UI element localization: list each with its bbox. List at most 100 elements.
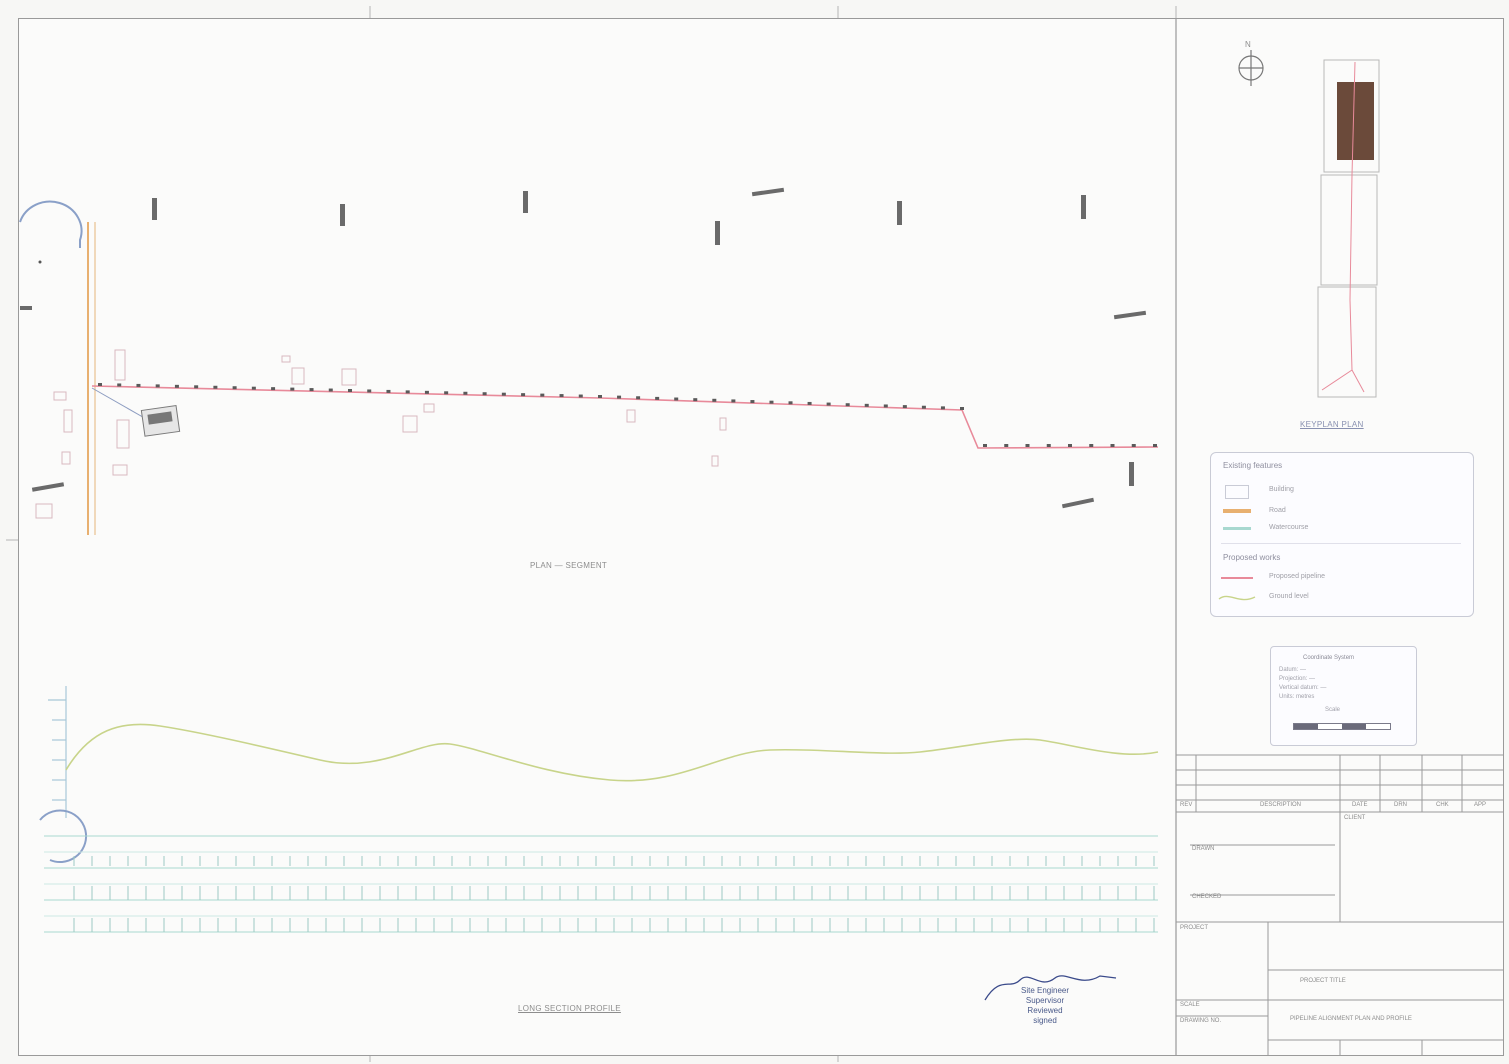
chainage-tick: [251, 386, 256, 390]
legend-separator: [1221, 543, 1461, 544]
chainage-tick: [271, 387, 276, 391]
chainage-tick: [940, 406, 945, 410]
signature-block: Site Engineer Supervisor Reviewed signed: [985, 986, 1105, 1026]
chainage-tick: [463, 391, 468, 395]
legend: Existing features Building Road Watercou…: [1210, 452, 1474, 617]
signature-role: Supervisor: [1025, 996, 1065, 1005]
match-arc-top: [19, 200, 83, 248]
chainage-tick: [598, 395, 602, 398]
chainage-tick: [826, 402, 831, 406]
key-plan-caption: KEYPLAN PLAN: [1300, 420, 1364, 429]
pipeline-chainage-ticks: [98, 383, 1157, 447]
title-block-grid: [1176, 754, 1504, 1056]
chainage-tick: [750, 400, 755, 404]
coordinate-line-3: Vertical datum: —: [1279, 685, 1327, 691]
chainage-tick: [1089, 444, 1094, 447]
chainage-tick: [232, 386, 237, 390]
field-drawn: DRAWN: [1192, 846, 1215, 852]
north-label: N: [1245, 40, 1252, 49]
scale-bar-title: Scale: [1325, 707, 1341, 713]
pipeline-route: [91, 385, 1159, 449]
chainage-tick: [348, 389, 352, 392]
coordinate-line-4: Units: metres: [1279, 694, 1315, 700]
legend-item-road: Road: [1269, 507, 1286, 514]
ground-profile-line: [65, 723, 1159, 782]
signature-date: signed: [1033, 1016, 1057, 1025]
chainage-tick: [960, 407, 964, 410]
legend-swatch-pipeline: [1221, 577, 1253, 579]
chainage-tick: [174, 384, 179, 388]
chainage-tick: [117, 383, 122, 387]
chainage-tick: [1068, 444, 1072, 447]
chainage-tick: [290, 387, 295, 391]
legend-item-building: Building: [1269, 486, 1294, 493]
chainage-tick: [1153, 444, 1157, 447]
north-arrow: [1238, 50, 1264, 86]
chainage-tick: [1131, 444, 1136, 447]
coordinate-line-1: Datum: —: [1279, 667, 1307, 673]
chainage-tick: [1046, 444, 1051, 447]
legend-item-water: Watercourse: [1269, 524, 1309, 531]
chainage-tick: [309, 388, 314, 392]
chainage-tick: [1004, 444, 1009, 447]
field-drawing-no: DRAWING NO.: [1180, 1018, 1222, 1024]
chainage-tick: [405, 390, 410, 394]
offset-markers: [20, 187, 1147, 509]
chainage-tick: [155, 384, 160, 388]
chainage-tick: [559, 394, 564, 398]
field-project: PROJECT: [1180, 925, 1209, 931]
chainage-tick: [386, 389, 391, 393]
chainage-tick: [807, 401, 812, 405]
signature-name: Site Engineer: [1020, 986, 1070, 995]
legend-existing-title: Existing features: [1223, 461, 1283, 470]
field-checked: CHECKED: [1192, 894, 1222, 900]
chainage-tick: [788, 401, 793, 405]
rev-header-drn: DRN: [1394, 802, 1407, 808]
key-plan: [1317, 59, 1380, 398]
chainage-tick: [424, 390, 429, 394]
chainage-tick: [328, 388, 333, 392]
chainage-tick: [674, 397, 679, 401]
chainage-tick: [845, 403, 850, 407]
field-client: CLIENT: [1344, 815, 1366, 821]
match-arc-bottom: [39, 809, 88, 863]
field-scale: SCALE: [1180, 1002, 1200, 1008]
rev-header-description: DESCRIPTION: [1260, 802, 1302, 808]
legend-swatch-road: [1223, 509, 1251, 513]
chainage-tick: [636, 396, 641, 400]
chainage-tick: [578, 394, 583, 398]
project-title-line-2: PIPELINE ALIGNMENT PLAN AND PROFILE: [1290, 1016, 1412, 1022]
coordinate-line-2: Projection: —: [1279, 676, 1316, 682]
chainage-tick: [194, 385, 199, 389]
signature-org: Reviewed: [1027, 1006, 1063, 1015]
chainage-tick: [883, 404, 888, 408]
chainage-tick: [864, 403, 869, 407]
chainage-tick: [367, 389, 372, 393]
chainage-tick: [540, 393, 545, 397]
legend-swatch-water: [1223, 527, 1251, 530]
chainage-tick: [693, 398, 698, 402]
rev-header-rev: REV: [1180, 802, 1193, 808]
chainage-tick: [1110, 444, 1115, 447]
service-connection: [91, 387, 149, 421]
structure-symbol: [140, 405, 181, 437]
profile-data-band: [44, 835, 1158, 933]
rev-header-date: DATE: [1352, 802, 1368, 808]
legend-item-ground: Ground level: [1269, 593, 1309, 600]
plan-caption: PLAN — SEGMENT: [530, 561, 608, 570]
chainage-tick: [482, 392, 487, 396]
chainage-tick: [444, 391, 449, 395]
chainage-tick: [655, 396, 660, 400]
legend-swatch-ground: [1218, 595, 1256, 601]
border-ticks: [6, 6, 1177, 1062]
survey-point: [38, 260, 42, 264]
chainage-tick: [617, 395, 622, 399]
rev-header-chk: CHK: [1436, 802, 1449, 808]
scale-bar: [1293, 723, 1391, 730]
legend-swatch-building: [1225, 485, 1249, 499]
legend-item-pipeline: Proposed pipeline: [1269, 573, 1326, 580]
legend-proposed-title: Proposed works: [1223, 553, 1281, 562]
profile-axis: [48, 686, 67, 818]
chainage-tick: [521, 393, 526, 397]
